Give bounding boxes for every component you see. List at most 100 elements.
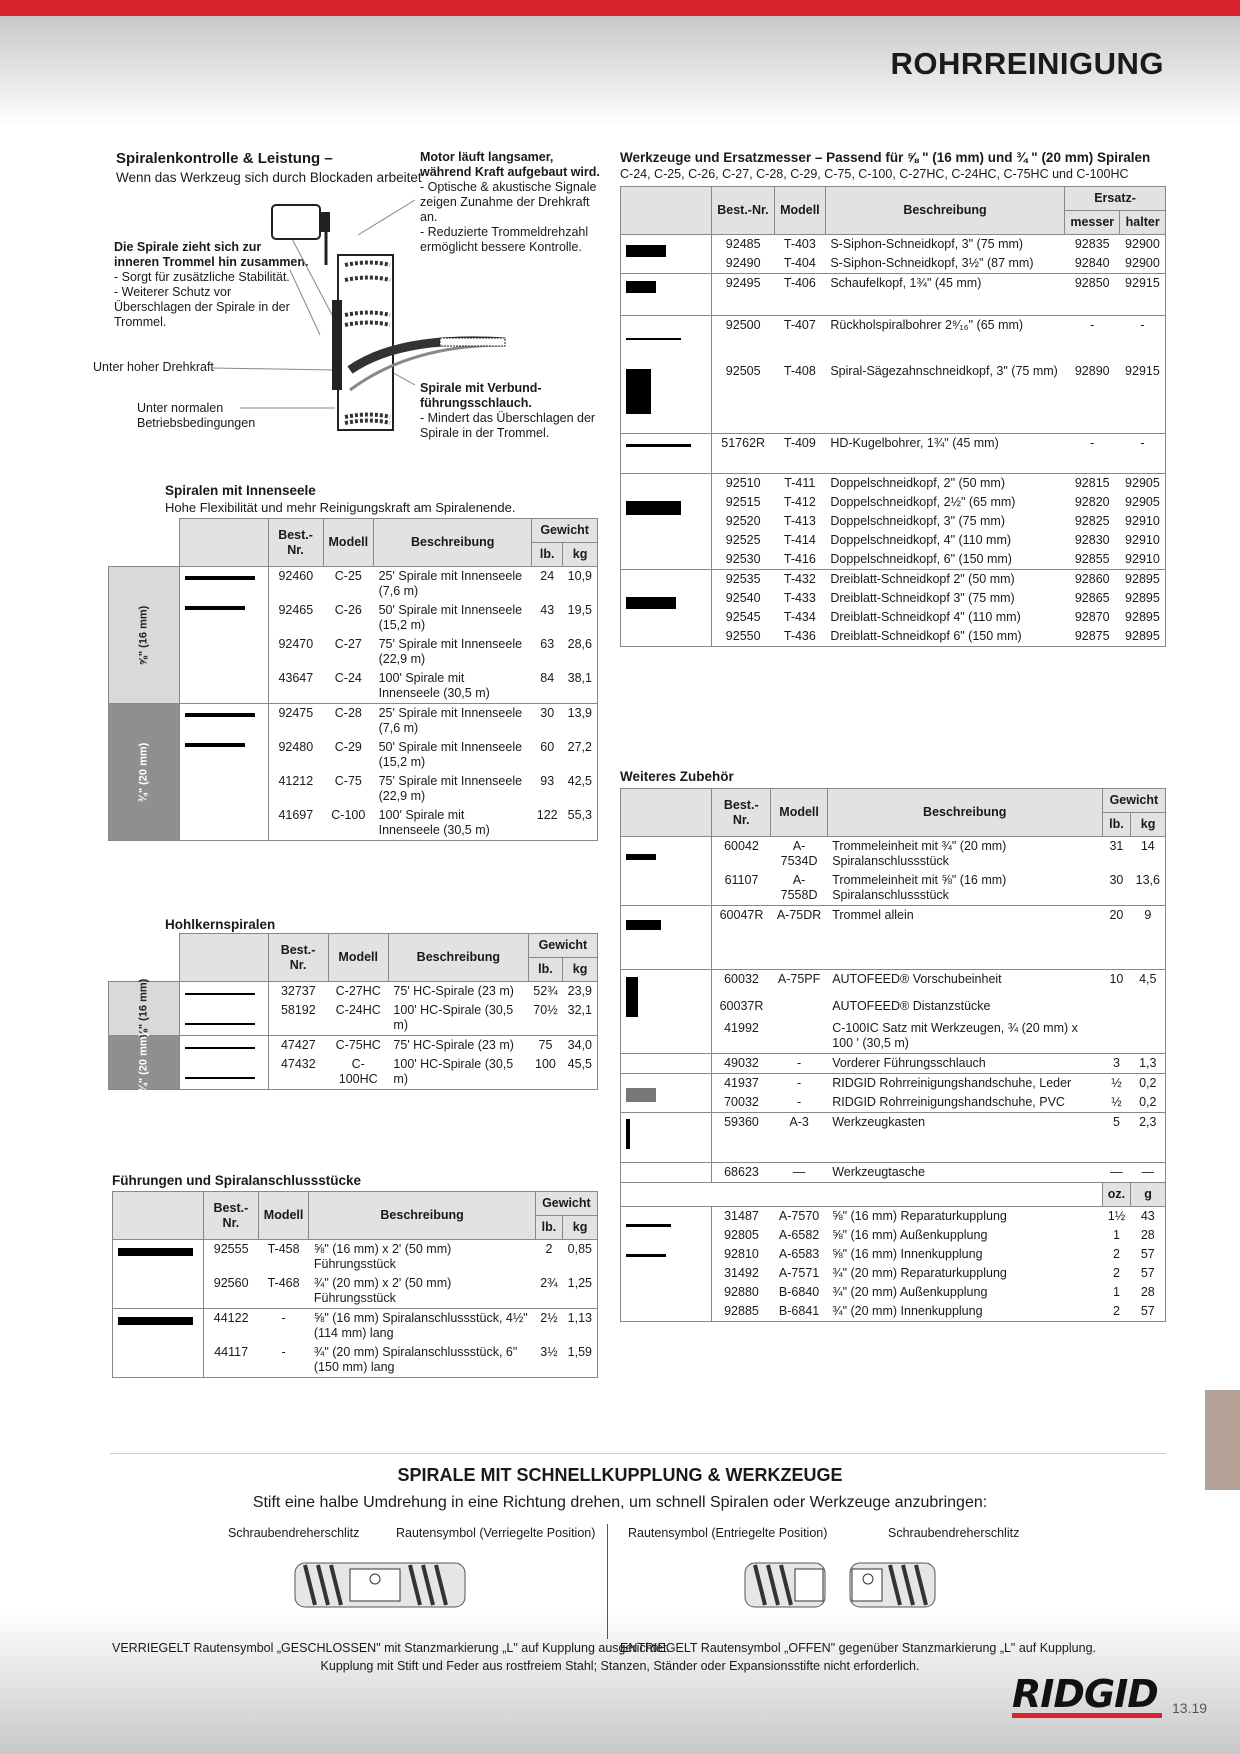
motor-note: Motor läuft langsamer, während Kraft auf… xyxy=(420,150,605,255)
siphon-cutter-image xyxy=(620,234,712,274)
coupling-divider xyxy=(607,1524,608,1639)
hose-note-title: Spirale mit Verbund-führungsschlauch. xyxy=(420,381,542,410)
drum-unit-image xyxy=(620,836,712,906)
table-row: 68623—Werkzeugtasche—— xyxy=(620,1162,1166,1183)
hose-image xyxy=(620,1053,712,1074)
connector-image xyxy=(112,1308,204,1378)
motor-note-title: Motor läuft langsamer, während Kraft auf… xyxy=(420,150,600,179)
coupling-image xyxy=(620,1206,712,1322)
col-gewicht: Gewicht xyxy=(531,518,598,543)
pull-note: Die Spirale zieht sich zur inneren Tromm… xyxy=(114,240,309,330)
motor-note-line2: - Reduzierte Trommeldrehzahl ermöglicht … xyxy=(420,225,589,254)
locked-coupling-illustration xyxy=(294,1562,466,1608)
high-torque-label: Unter hoher Drehkraft xyxy=(93,360,214,374)
col-halter: halter xyxy=(1119,210,1166,235)
normal-label: Unter normalen Betriebsbedingungen xyxy=(137,401,256,430)
innen-title: Spiralen mit Innenseele xyxy=(165,483,316,498)
size-label: ⅝" (16 mm) xyxy=(108,979,180,1038)
section-divider xyxy=(110,1453,1166,1454)
unlocked-caption: ENTRIEGELT Rautensymbol „OFFEN" gegenübe… xyxy=(620,1641,1096,1655)
locked-caption: VERRIEGELT Rautensymbol „GESCHLOSSEN" mi… xyxy=(112,1641,670,1655)
unlocked-coupling-illustration xyxy=(744,1562,936,1608)
table-row: 44122-⅝" (16 mm) Spiralanschlussstück, 4… xyxy=(112,1308,598,1378)
fuehr-table: Best.-Nr. Modell Beschreibung Gewicht lb… xyxy=(112,1191,599,1378)
toolbox-image xyxy=(620,1112,712,1163)
spiral-image xyxy=(178,981,269,1036)
header-gradient xyxy=(0,16,1240,126)
retriever-image xyxy=(620,315,712,362)
werkz-subtitle: C-24, C-25, C-26, C-27, C-28, C-29, C-75… xyxy=(620,167,1129,181)
zub-table: Best.-Nr. Modell Beschreibung Gewicht lb… xyxy=(620,788,1167,1322)
table-row: 41937-RIDGID Rohrreinigungshandschuhe, L… xyxy=(620,1073,1166,1113)
spade-image xyxy=(620,273,712,316)
col-kg: kg xyxy=(562,542,598,567)
drum-image xyxy=(620,905,712,970)
ball-auger-image xyxy=(620,433,712,474)
col-beschreibung: Beschreibung xyxy=(373,518,533,567)
coupling-title: SPIRALE MIT SCHNELLKUPPLUNG & WERKZEUGE xyxy=(397,1465,843,1485)
fuehr-title: Führungen und Spiralanschlussstücke xyxy=(112,1173,362,1188)
autofeed-image xyxy=(620,969,712,1054)
col-bestnr: Best.-Nr. xyxy=(267,518,324,567)
coupling-subtitle: Stift eine halbe Umdrehung in eine Richt… xyxy=(252,1494,988,1511)
table-row: 44117-¾" (20 mm) Spiralanschlussstück, 6… xyxy=(112,1343,598,1378)
saw-cutter-image xyxy=(620,361,712,434)
spiral-image xyxy=(178,1035,269,1090)
hohl-table: Best.-Nr. Modell Beschreibung Gewicht lb… xyxy=(108,933,599,1092)
guide-image xyxy=(112,1239,204,1309)
innen-table: Best.-Nr. Modell Beschreibung Gewicht lb… xyxy=(108,518,598,841)
label-slot-right: Schraubendreherschlitz xyxy=(888,1526,1020,1540)
innen-image-header xyxy=(178,518,269,567)
double-cutter-image xyxy=(620,473,712,570)
label-unlocked: Rautensymbol (Entriegelte Position) xyxy=(628,1526,828,1540)
col-g: g xyxy=(1130,1182,1166,1207)
col-ersatz: Ersatz- xyxy=(1064,186,1166,211)
spiral-image xyxy=(178,703,269,841)
size-label: ¾" (20 mm) xyxy=(108,703,180,841)
ridgid-logo: RIDGID xyxy=(1012,1675,1164,1718)
size-label: ¾" (20 mm) xyxy=(108,1033,180,1092)
hose-note: Spirale mit Verbund-führungsschlauch. - … xyxy=(420,381,600,441)
drum-diagram xyxy=(211,199,506,431)
bag-image xyxy=(620,1162,712,1183)
table-row: 70032-RIDGID Rohrreinigungshandschuhe, P… xyxy=(621,1093,1166,1113)
innen-subtitle: Hohe Flexibilität und mehr Reinigungskra… xyxy=(165,500,516,515)
col-modell: Modell xyxy=(322,518,375,567)
diagram-subtitle: Wenn das Werkzeug sich durch Blockaden a… xyxy=(116,170,422,185)
col-lb: lb. xyxy=(531,542,564,567)
pull-note-title: Die Spirale zieht sich zur inneren Tromm… xyxy=(114,240,309,269)
motor-note-line1: - Optische & akustische Signale zeigen Z… xyxy=(420,180,597,224)
top-red-bar xyxy=(0,0,1240,16)
pull-note-line2: - Weiterer Schutz vor Überschlagen der S… xyxy=(114,285,290,329)
page-number: 13.19 xyxy=(1172,1700,1208,1716)
